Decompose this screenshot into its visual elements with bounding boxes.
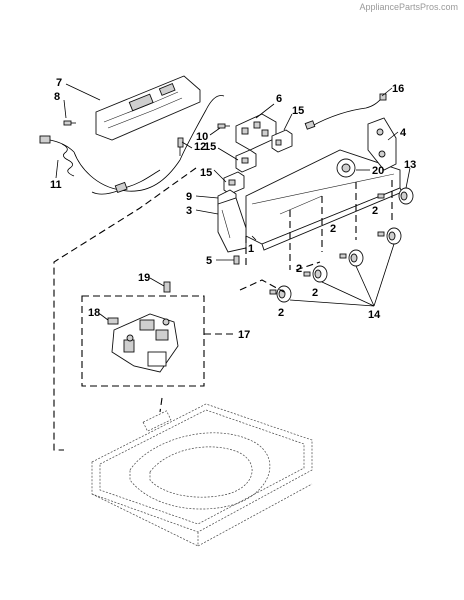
switch-part-low <box>223 171 245 195</box>
callout-1: 1 <box>248 243 254 255</box>
screw-19-part <box>163 281 171 293</box>
switch-part-top <box>271 129 293 153</box>
callout-9: 9 <box>186 191 192 203</box>
callout-11: 11 <box>50 179 62 191</box>
callout-15-top: 15 <box>292 105 304 117</box>
alignment-lines <box>239 180 393 293</box>
watermark: AppliancePartsPros.com <box>359 2 458 12</box>
callout-20: 20 <box>372 165 384 177</box>
callout-8: 8 <box>54 91 60 103</box>
callout-10: 10 <box>196 131 208 143</box>
cabinet-top-part <box>91 397 313 547</box>
callout-17: 17 <box>238 329 250 341</box>
clip-part <box>177 137 184 156</box>
wire-harness-part <box>114 95 225 194</box>
rear-panel-part <box>95 75 201 141</box>
callout-16: 16 <box>392 83 404 95</box>
long-dashed-line <box>53 167 197 451</box>
callout-2-a: 2 <box>372 205 378 217</box>
callout-2-c: 2 <box>296 263 302 275</box>
knob-13-part <box>398 187 414 205</box>
part-18 <box>107 317 119 325</box>
callout-15-mid: 15 <box>204 141 216 153</box>
callout-2-e: 2 <box>278 307 284 319</box>
callout-12: 12 <box>194 141 206 153</box>
end-cap-left-part <box>217 197 247 253</box>
callout-6: 6 <box>276 93 282 105</box>
knob-row-part <box>269 193 402 303</box>
callout-3: 3 <box>186 205 192 217</box>
leader-lines <box>55 83 411 335</box>
screw-5-part <box>233 255 240 265</box>
callout-labels: 7 8 11 12 10 6 15 15 15 9 3 5 1 16 4 13 … <box>50 77 416 341</box>
screw-10-part <box>217 123 230 129</box>
callout-13: 13 <box>404 159 416 171</box>
callout-5: 5 <box>206 255 212 267</box>
callout-14: 14 <box>368 309 381 321</box>
callout-18: 18 <box>88 307 100 319</box>
wire-16-part <box>304 93 387 130</box>
callout-2-b: 2 <box>330 223 336 235</box>
switch-part-mid <box>235 149 257 173</box>
valve-assembly-box <box>81 295 205 387</box>
console-panel-part <box>245 149 403 251</box>
end-cap-right-part <box>367 117 397 171</box>
callout-2-d: 2 <box>312 287 318 299</box>
callout-7: 7 <box>56 77 62 89</box>
callout-4: 4 <box>400 127 407 139</box>
control-board-part <box>235 113 277 151</box>
valve-assembly-part <box>111 313 179 373</box>
screw-part <box>63 120 76 126</box>
callout-19: 19 <box>138 272 150 284</box>
callout-15-low: 15 <box>200 167 212 179</box>
